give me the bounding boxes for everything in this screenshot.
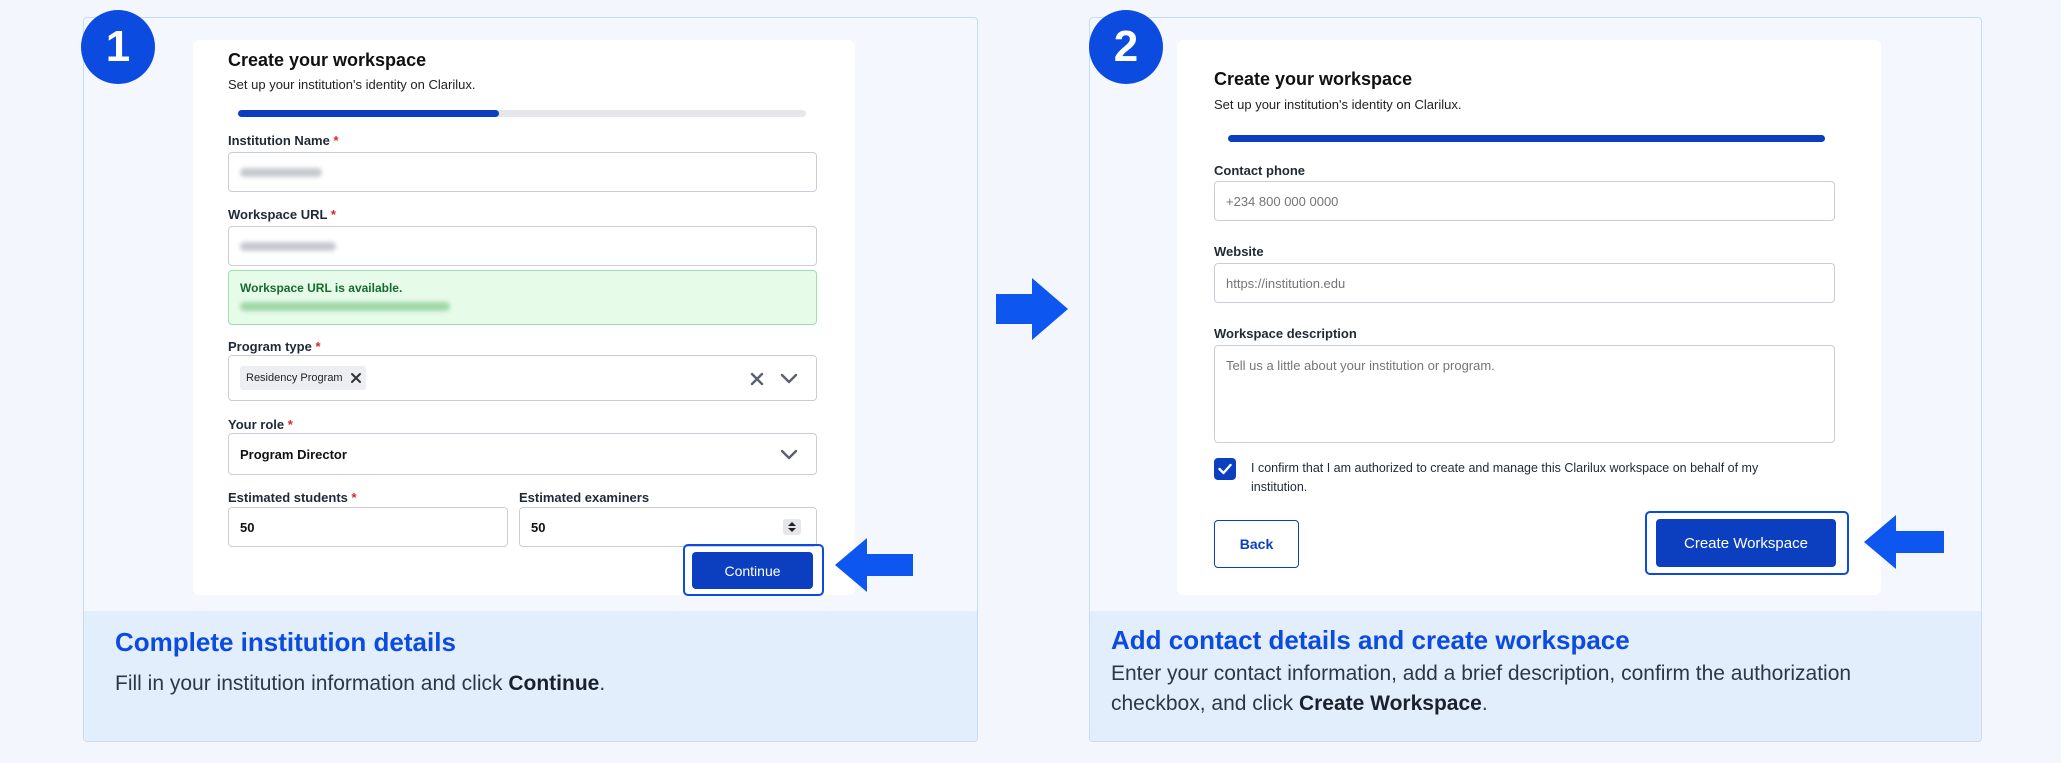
url-preview-blurred xyxy=(240,302,450,311)
close-icon[interactable] xyxy=(350,372,362,384)
card-subtitle: Set up your institution's identity on Cl… xyxy=(1214,97,1462,112)
step-2-footer-description: Enter your contact information, add a br… xyxy=(1111,659,1851,719)
website-input[interactable] xyxy=(1214,263,1835,303)
step-1-form-card: Create your workspace Set up your instit… xyxy=(193,40,855,595)
role-value: Program Director xyxy=(240,446,347,462)
role-label: Your role * xyxy=(228,417,293,432)
students-value: 50 xyxy=(240,519,255,535)
arrow-right-icon xyxy=(994,276,1070,347)
card-title: Create your workspace xyxy=(1214,69,1413,89)
arrow-left-icon xyxy=(833,536,915,599)
contact-phone-input[interactable] xyxy=(1214,181,1835,221)
progress-bar xyxy=(1228,135,1825,142)
chevron-down-icon[interactable] xyxy=(780,448,798,462)
program-type-chip: Residency Program xyxy=(240,366,366,390)
students-label: Estimated students * xyxy=(228,490,357,505)
step-2-footer-line1: Enter your contact information, add a br… xyxy=(1111,662,1852,685)
students-input[interactable]: 50 xyxy=(228,507,508,547)
chevron-down-icon[interactable] xyxy=(780,372,798,386)
role-select[interactable]: Program Director xyxy=(228,433,817,475)
progress-fill xyxy=(1228,135,1825,142)
step-1-badge: 1 xyxy=(81,10,155,84)
workspace-url-label: Workspace URL * xyxy=(228,207,336,222)
step-1-footer-title: Complete institution details xyxy=(115,627,456,657)
authorization-text: I confirm that I am authorized to create… xyxy=(1251,459,1831,497)
url-available-text: Workspace URL is available. xyxy=(240,281,403,295)
create-workspace-button[interactable]: Create Workspace xyxy=(1656,519,1836,567)
clear-selection-icon[interactable] xyxy=(749,371,765,387)
checkmark-icon xyxy=(1218,463,1232,475)
institution-name-input[interactable] xyxy=(228,152,817,192)
step-2-form-card: Create your workspace Set up your instit… xyxy=(1177,40,1881,595)
workspace-description-input[interactable] xyxy=(1214,345,1835,443)
step-2-footer xyxy=(1090,611,1981,741)
examiners-label: Estimated examiners xyxy=(519,490,650,505)
step-1-footer xyxy=(84,611,977,741)
step-2-badge: 2 xyxy=(1089,10,1163,84)
continue-focus-ring xyxy=(683,544,824,596)
arrow-left-icon xyxy=(1862,513,1946,576)
continue-button[interactable]: Continue xyxy=(692,552,813,589)
institution-name-label: Institution Name * xyxy=(228,133,339,148)
workspace-description-label: Workspace description xyxy=(1214,326,1357,341)
contact-phone-label: Contact phone xyxy=(1214,163,1305,178)
website-label: Website xyxy=(1214,244,1264,259)
authorization-text-line2: institution. xyxy=(1251,480,1308,494)
authorization-checkbox[interactable] xyxy=(1214,458,1236,480)
program-type-label: Program type * xyxy=(228,339,321,354)
examiners-input[interactable]: 50 xyxy=(519,507,817,547)
step-1-footer-description: Fill in your institution information and… xyxy=(115,672,606,695)
examiners-value: 50 xyxy=(531,519,546,535)
card-title: Create your workspace xyxy=(228,50,427,70)
step-2-footer-line2: checkbox, and click Create Workspace. xyxy=(1111,692,1488,715)
workspace-url-input[interactable] xyxy=(228,226,817,266)
spinner-arrows-icon[interactable] xyxy=(783,519,801,535)
progress-bar xyxy=(238,110,806,117)
url-available-notice: Workspace URL is available. xyxy=(228,270,817,325)
progress-fill xyxy=(238,110,500,117)
authorization-text-line1: I confirm that I am authorized to create… xyxy=(1251,461,1759,475)
program-type-chip-label: Residency Program xyxy=(246,372,343,384)
card-subtitle: Set up your institution's identity on Cl… xyxy=(228,77,476,92)
back-button[interactable]: Back xyxy=(1214,520,1299,568)
create-workspace-focus-ring xyxy=(1645,511,1849,575)
step-2-footer-title: Add contact details and create workspace xyxy=(1111,625,1630,655)
